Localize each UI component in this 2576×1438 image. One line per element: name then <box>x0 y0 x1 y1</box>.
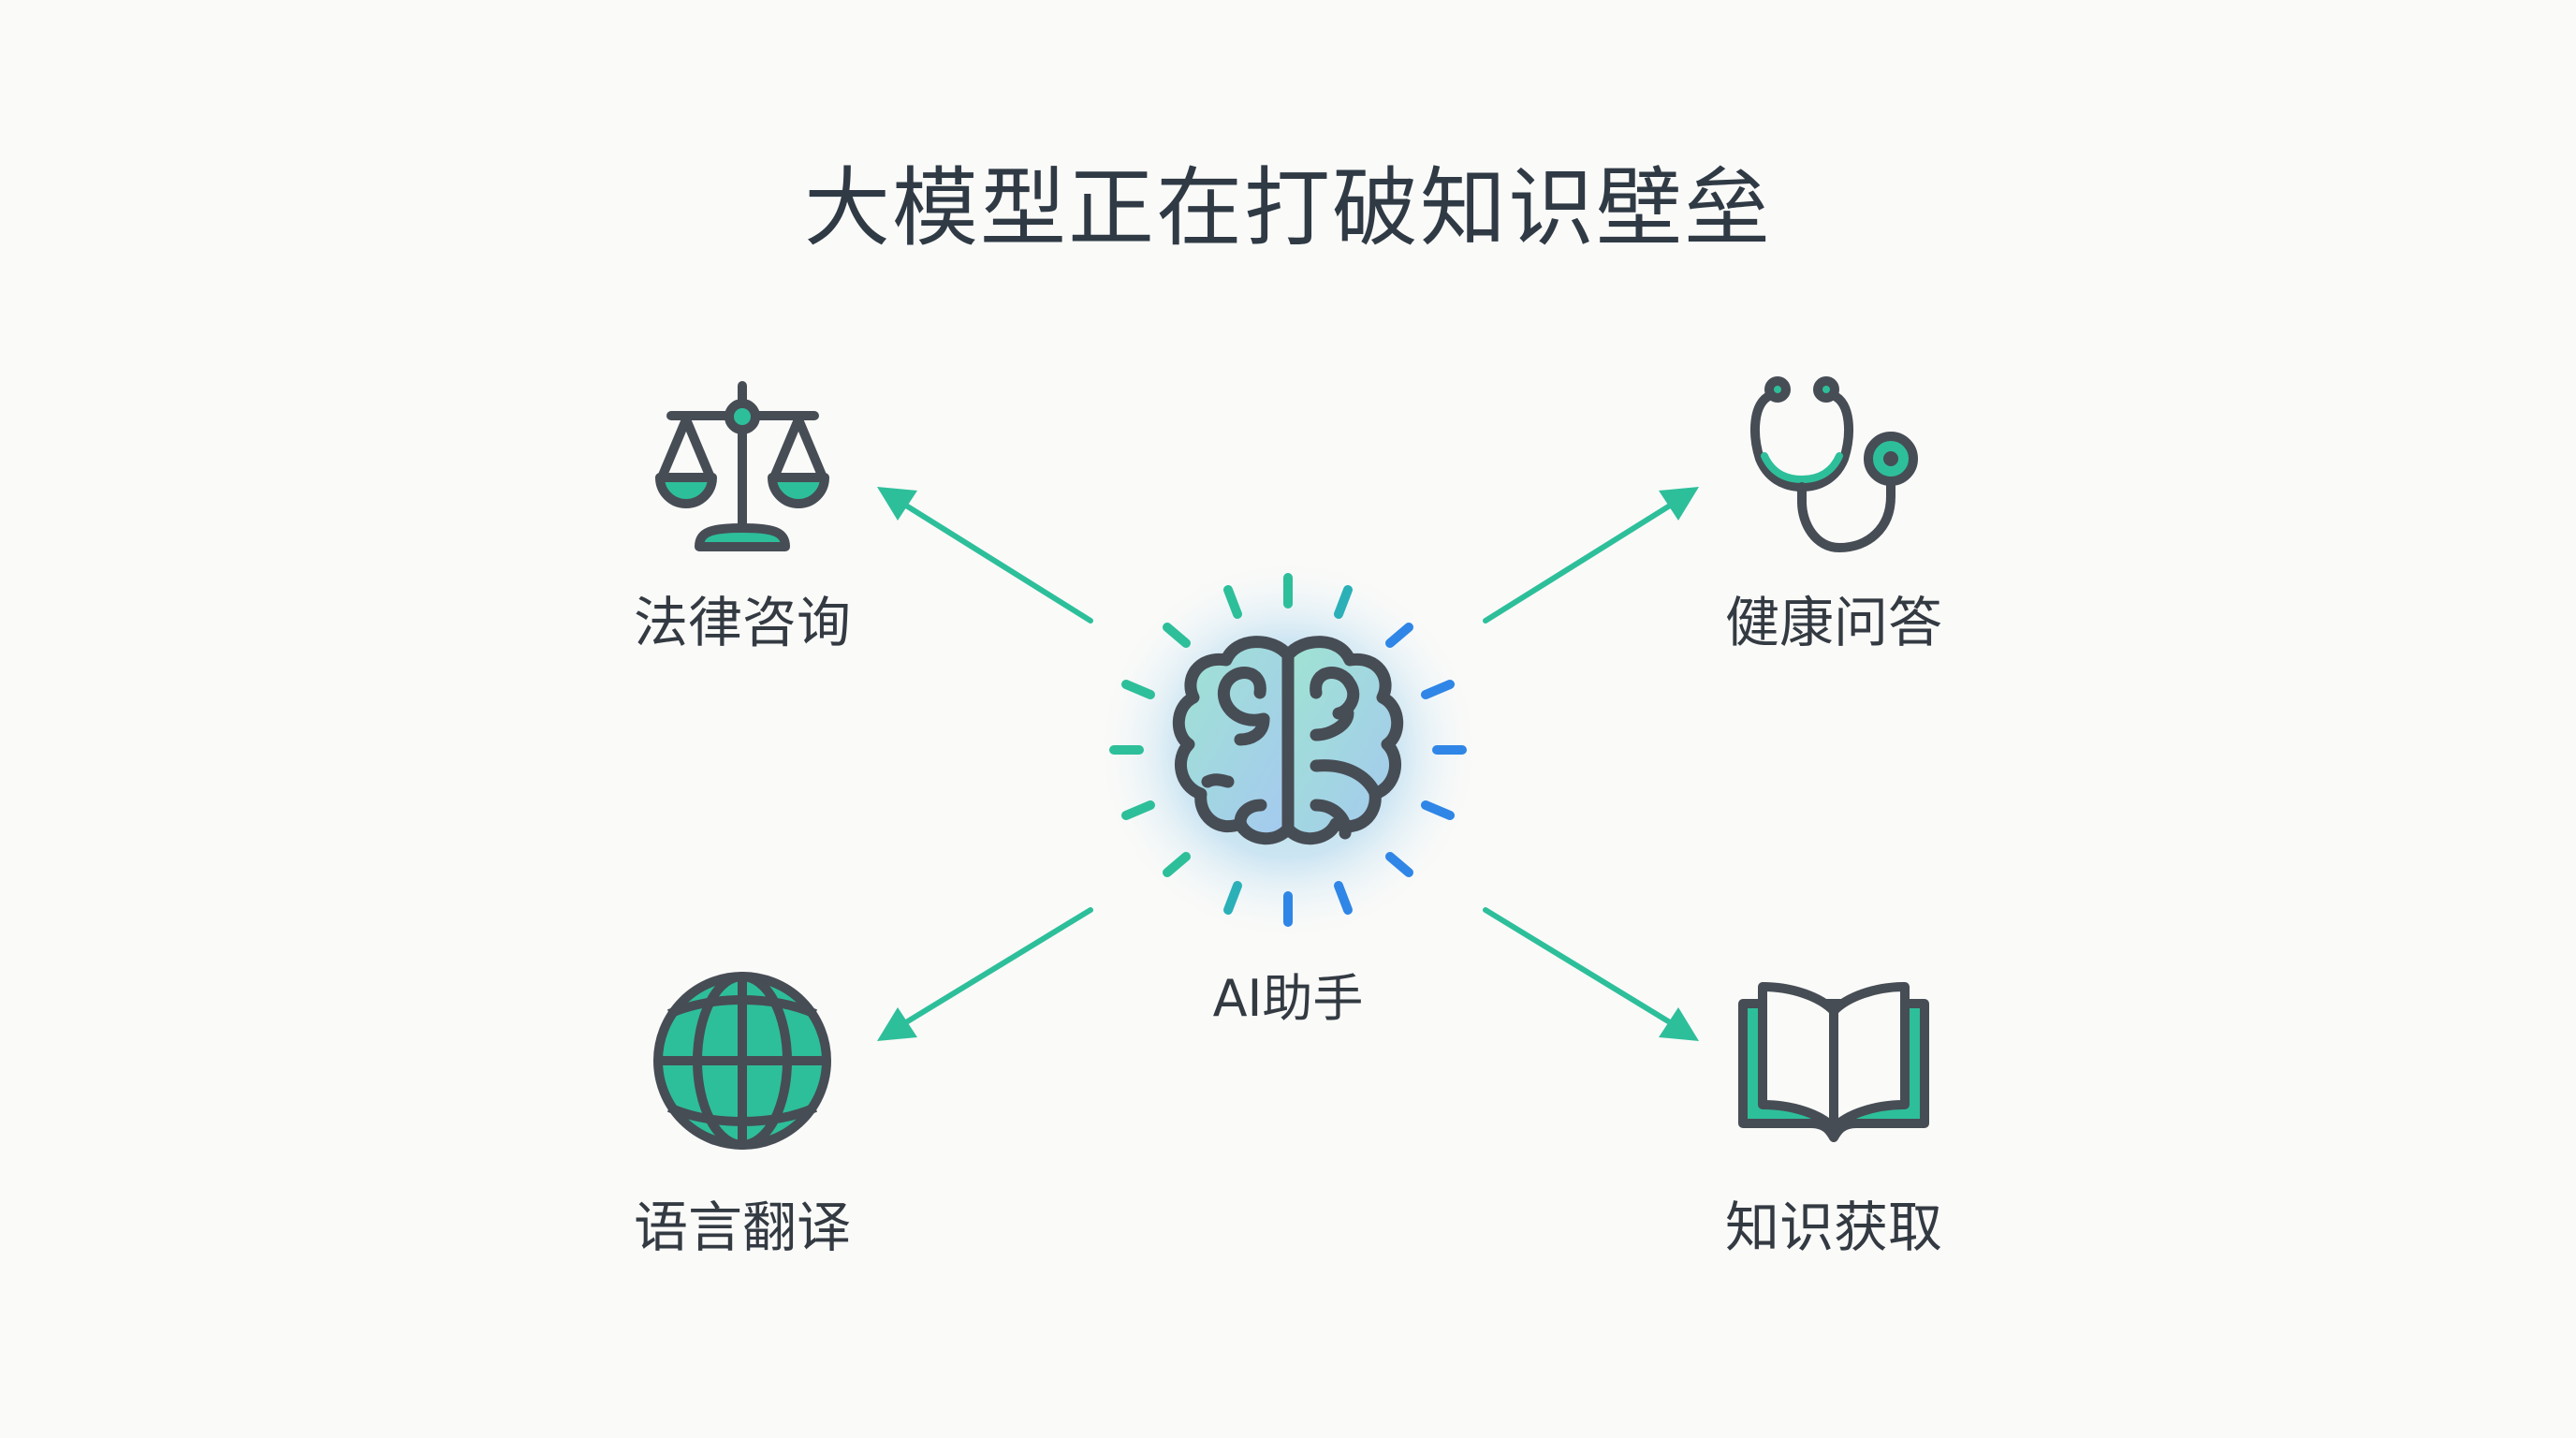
node-label-health: 健康问答 <box>1724 591 1942 654</box>
center-label: AI助手 <box>1212 969 1364 1028</box>
arrow-to-legal <box>877 487 1093 624</box>
node-label-translate: 语言翻译 <box>633 1196 851 1259</box>
radiating-rays <box>1109 573 1467 927</box>
arrow-to-knowledge <box>1483 907 1699 1041</box>
stethoscope-icon <box>1750 376 1918 552</box>
node-label-legal: 法律咨询 <box>633 591 851 654</box>
ai-assistant-node <box>1091 553 1485 946</box>
scales-of-justice-icon <box>655 381 829 551</box>
arrow-to-health <box>1483 487 1699 624</box>
arrow-to-translate <box>877 907 1093 1041</box>
node-label-knowledge: 知识获取 <box>1724 1196 1942 1259</box>
open-book-icon <box>1738 982 1929 1142</box>
globe-icon <box>653 972 831 1150</box>
page-title: 大模型正在打破知识壁垒 <box>803 158 1772 258</box>
arrows <box>877 487 1699 1041</box>
brain-icon <box>1172 636 1404 845</box>
